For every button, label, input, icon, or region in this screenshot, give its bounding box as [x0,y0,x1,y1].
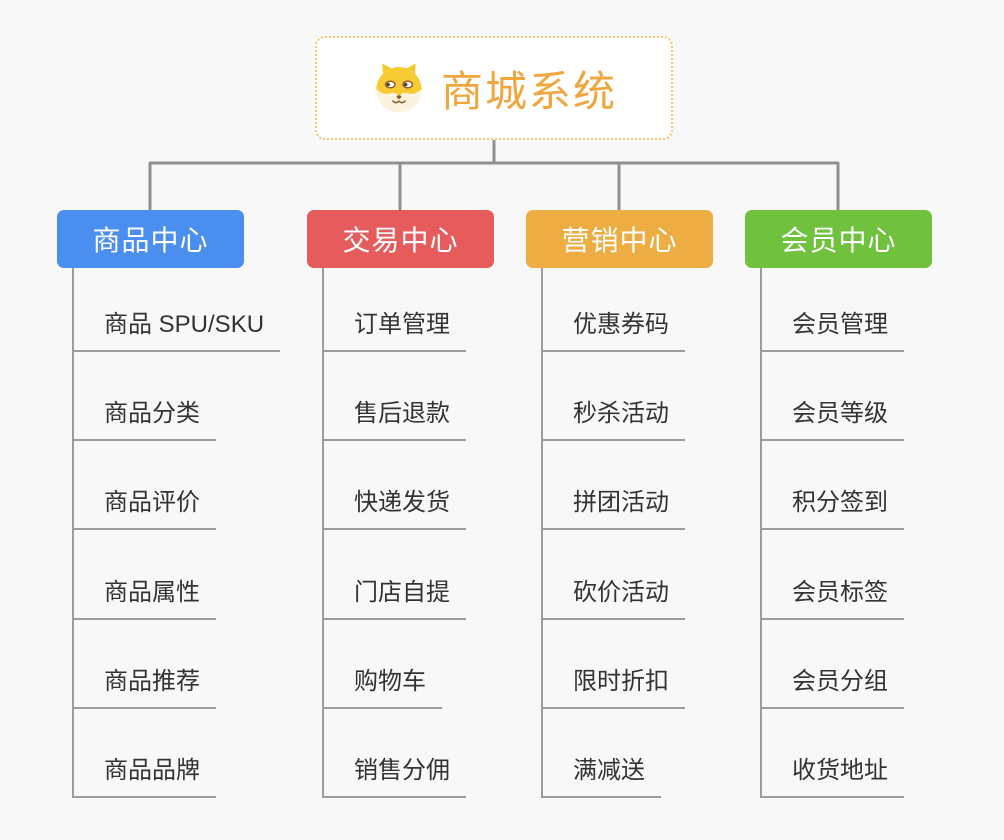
leaf-node[interactable]: 收货地址 [760,756,904,798]
branch-label: 商品中心 [92,225,209,256]
branch-label: 营销中心 [561,225,678,256]
leaf-node[interactable]: 积分签到 [760,488,904,530]
leaf-node[interactable]: 售后退款 [322,399,466,441]
leaf-node[interactable]: 会员管理 [760,310,904,352]
branch-leaves-member: 会员管理 会员等级 积分签到 会员标签 会员分组 收货地址 [760,268,990,798]
leaf-node[interactable]: 商品评价 [72,488,216,530]
leaf-node[interactable]: 限时折扣 [541,667,685,709]
shiba-dog-icon [376,63,422,113]
leaf-node[interactable]: 优惠券码 [541,310,685,352]
branch-label: 交易中心 [342,225,459,256]
branch-box-trade-center[interactable]: 交易中心 [307,210,494,268]
leaf-node[interactable]: 快递发货 [322,488,466,530]
leaf-node[interactable]: 商品推荐 [72,667,216,709]
branch-trade-center: 交易中心 订单管理 售后退款 快递发货 门店自提 购物车 销售分佣 [307,210,494,798]
leaf-node[interactable]: 商品分类 [72,399,216,441]
branch-box-marketing-center[interactable]: 营销中心 [526,210,713,268]
branch-label: 会员中心 [780,225,897,256]
leaf-node[interactable]: 商品品牌 [72,756,216,798]
leaf-node[interactable]: 购物车 [322,667,442,709]
leaf-node[interactable]: 门店自提 [322,578,466,620]
leaf-node[interactable]: 满减送 [541,756,661,798]
branch-member-center: 会员中心 会员管理 会员等级 积分签到 会员标签 会员分组 收货地址 [745,210,932,798]
branch-leaves-marketing: 优惠券码 秒杀活动 拼团活动 砍价活动 限时折扣 满减送 [541,268,771,798]
leaf-node[interactable]: 销售分佣 [322,756,466,798]
branch-leaves-product: 商品 SPU/SKU 商品分类 商品评价 商品属性 商品推荐 商品品牌 [72,268,302,798]
root-node[interactable]: 商城系统 [315,36,673,140]
branch-product-center: 商品中心 商品 SPU/SKU 商品分类 商品评价 商品属性 商品推荐 商品品牌 [57,210,281,798]
leaf-node[interactable]: 拼团活动 [541,488,685,530]
leaf-node[interactable]: 会员分组 [760,667,904,709]
branch-box-product-center[interactable]: 商品中心 [57,210,244,268]
leaf-node[interactable]: 会员标签 [760,578,904,620]
leaf-node[interactable]: 会员等级 [760,399,904,441]
branch-box-member-center[interactable]: 会员中心 [745,210,932,268]
root-title: 商城系统 [440,67,617,115]
leaf-node[interactable]: 商品 SPU/SKU [72,310,281,352]
branch-leaves-trade: 订单管理 售后退款 快递发货 门店自提 购物车 销售分佣 [322,268,552,798]
branch-marketing-center: 营销中心 优惠券码 秒杀活动 拼团活动 砍价活动 限时折扣 满减送 [526,210,713,798]
leaf-node[interactable]: 商品属性 [72,578,216,620]
leaf-node[interactable]: 秒杀活动 [541,399,685,441]
leaf-node[interactable]: 订单管理 [322,310,466,352]
leaf-node[interactable]: 砍价活动 [541,578,685,620]
